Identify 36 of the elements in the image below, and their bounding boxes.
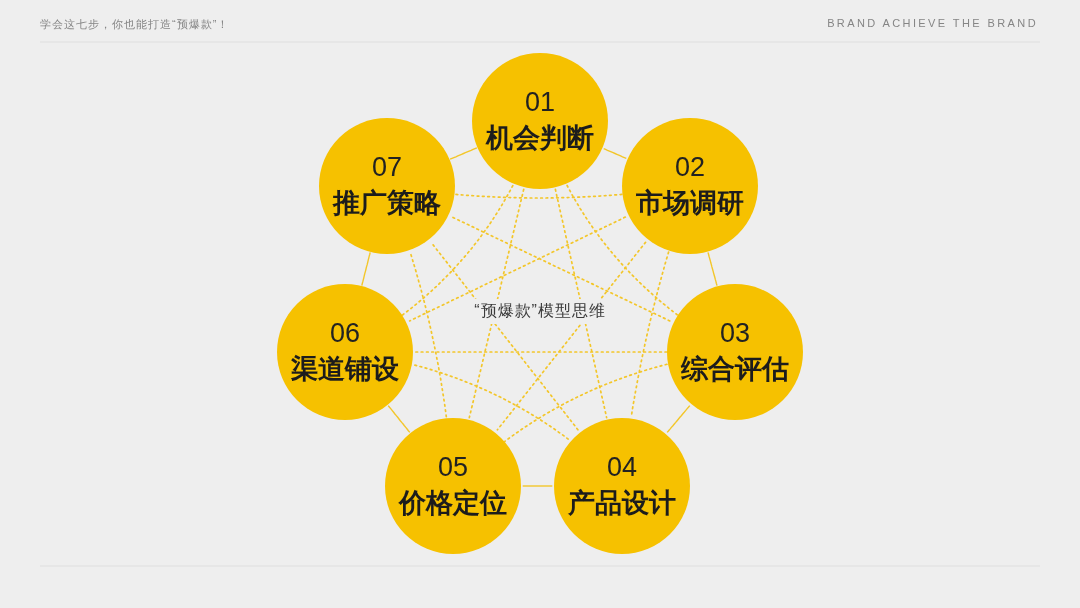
connector-line — [361, 251, 371, 287]
connector-line — [707, 251, 718, 287]
dotted-line — [566, 184, 679, 316]
dotted-line — [408, 216, 627, 322]
dotted-line — [468, 188, 525, 419]
dotted-line — [554, 188, 608, 419]
step-number: 01 — [524, 86, 555, 119]
step-number: 03 — [719, 317, 750, 350]
header-slogan: BRAND ACHIEVE THE BRAND — [827, 17, 1038, 29]
connector-line — [387, 404, 411, 434]
step-title: 价格定位 — [399, 487, 507, 520]
step-number: 04 — [606, 451, 637, 484]
step-title: 渠道铺设 — [291, 353, 399, 386]
step-number: 02 — [674, 151, 705, 184]
dotted-line — [430, 241, 579, 431]
dotted-line — [630, 251, 670, 418]
connector-line — [603, 147, 627, 160]
connector-line — [449, 147, 478, 160]
dotted-line — [451, 216, 671, 322]
step-number: 05 — [437, 451, 468, 484]
step-number: 07 — [371, 151, 402, 184]
dotted-line — [411, 363, 570, 440]
header-text: 学会这七步，你也能打造“预爆款”！ — [40, 17, 230, 32]
connector-line — [666, 404, 691, 434]
dotted-line — [454, 193, 623, 199]
dotted-line — [503, 363, 668, 443]
dotted-line — [401, 184, 514, 316]
step-title: 机会判断 — [486, 122, 594, 155]
step-title: 产品设计 — [568, 487, 676, 520]
step-number: 06 — [329, 317, 360, 350]
dotted-line — [496, 241, 647, 431]
step-title: 综合评估 — [681, 353, 789, 386]
step-title: 市场调研 — [636, 187, 744, 220]
step-title: 推广策略 — [333, 187, 441, 220]
connector-line — [522, 485, 553, 487]
dotted-line — [412, 351, 668, 353]
